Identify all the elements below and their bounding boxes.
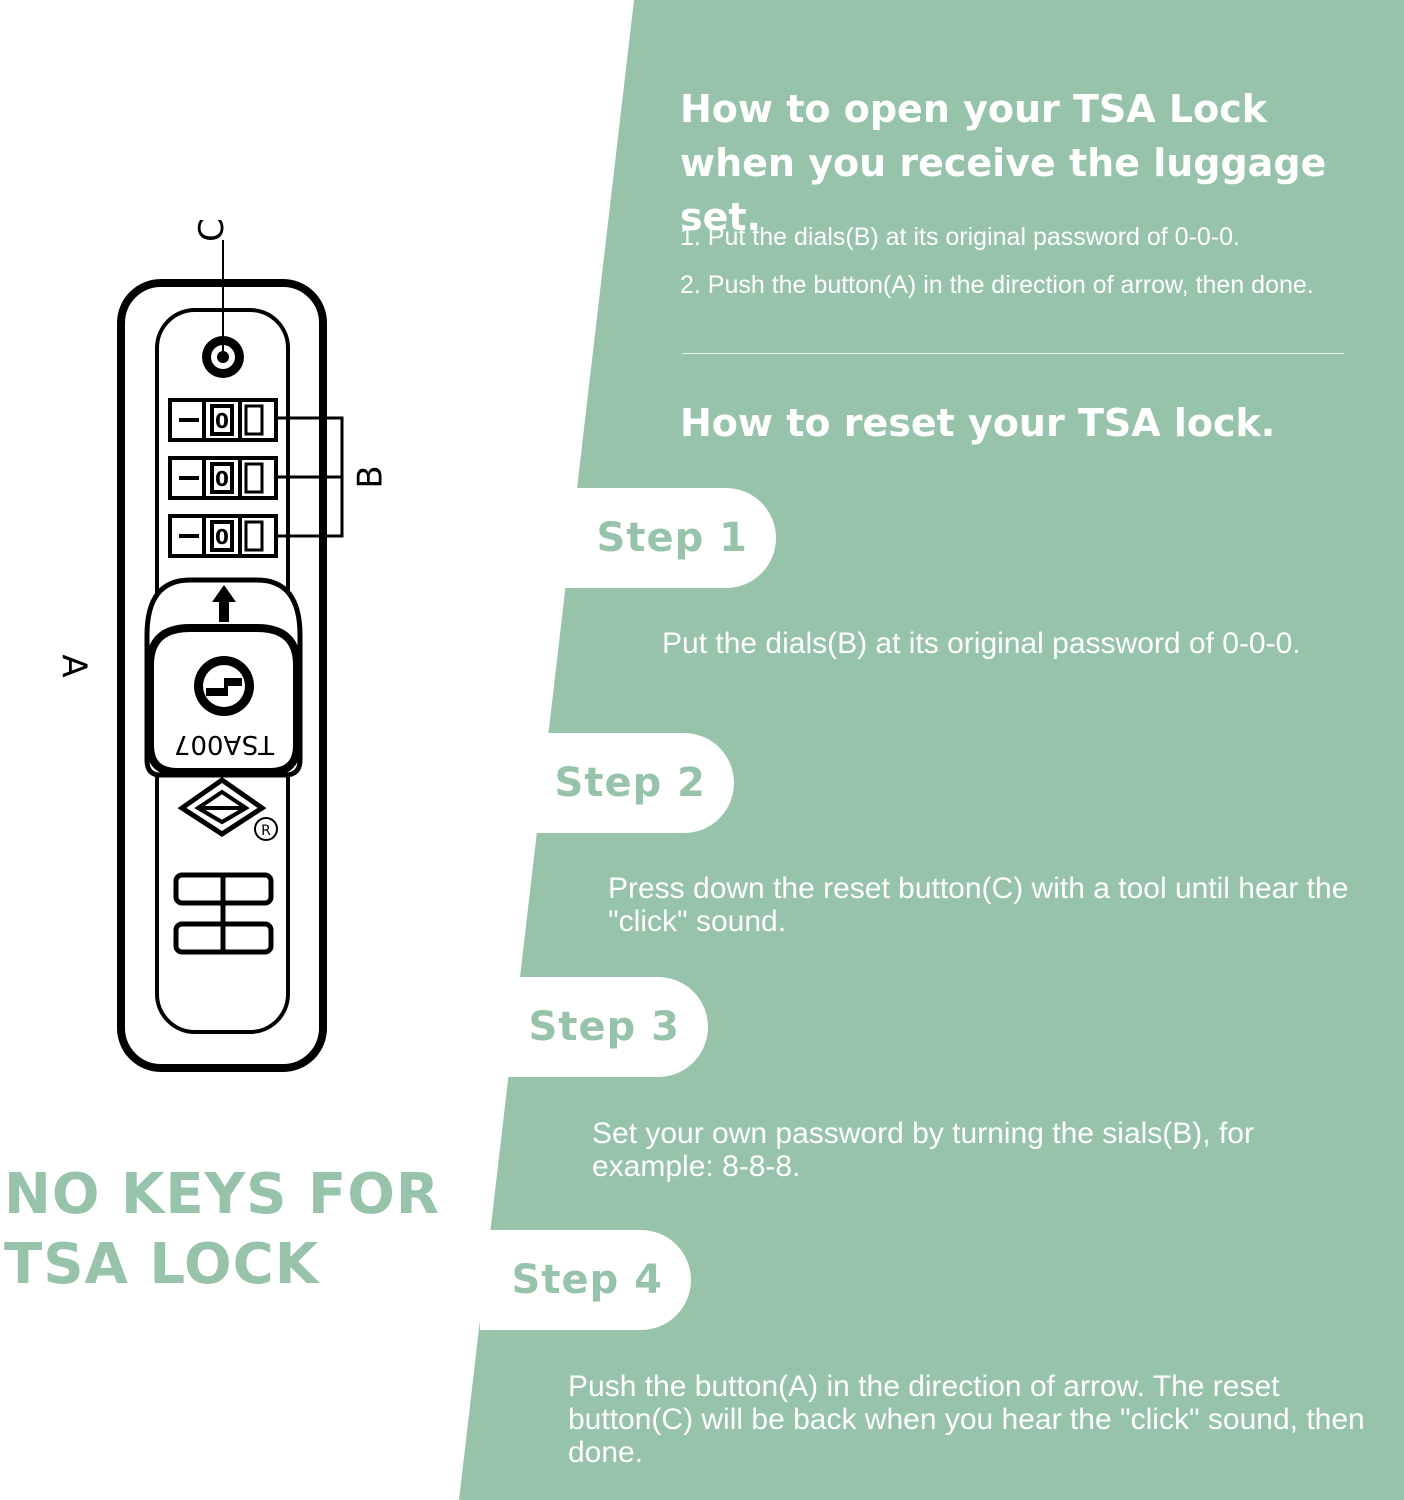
vent-grille-icon (173, 872, 274, 955)
step-2-badge: Step 2 (520, 733, 734, 833)
label-a: A (54, 654, 94, 677)
step-1-badge: Step 1 (560, 488, 776, 588)
no-keys-headline: NO KEYS FOR TSA LOCK (4, 1160, 440, 1300)
open-step-2: 2. Push the button(A) in the direction o… (680, 271, 1314, 299)
step-3-text: Set your own password by turning the sia… (592, 1117, 1254, 1183)
step-1-text: Put the dials(B) at its original passwor… (662, 627, 1301, 660)
step-4-badge: Step 4 (480, 1230, 691, 1330)
headline-line1: NO KEYS FOR (4, 1162, 440, 1227)
model-text: TSA007 (174, 729, 275, 759)
dial-3 (168, 514, 278, 558)
registered-mark-circle (254, 817, 278, 841)
tsa-key-icon (194, 656, 254, 716)
dial-2-digit: 0 (215, 467, 229, 491)
dial-1-digit: 0 (215, 409, 229, 433)
reset-section-title: How to reset your TSA lock. (680, 401, 1276, 445)
label-b-bracket (276, 416, 344, 538)
tsa-lock-diagram: C 0 0 0 B T (54, 218, 391, 1072)
headline-line2: TSA LOCK (4, 1232, 320, 1297)
open-section-title: How to open your TSA Lock when you recei… (680, 82, 1380, 244)
section-divider (682, 353, 1344, 354)
step-3-badge: Step 3 (500, 977, 708, 1077)
registered-mark: R (261, 823, 271, 839)
label-c: C (192, 218, 232, 242)
dial-3-digit: 0 (215, 525, 229, 549)
open-title-line1: How to open your TSA Lock (680, 87, 1268, 131)
step-2-text: Press down the reset button(C) with a to… (608, 872, 1349, 938)
open-title-line2: when you receive the luggage set. (680, 141, 1327, 239)
arrow-up-icon (212, 585, 236, 622)
step-4-text: Push the button(A) in the direction of a… (568, 1370, 1365, 1469)
tsa-diamond-logo-icon (177, 776, 267, 837)
open-step-1: 1. Put the dials(B) at its original pass… (680, 223, 1240, 251)
label-b: B (351, 465, 391, 488)
dial-1 (168, 398, 278, 442)
